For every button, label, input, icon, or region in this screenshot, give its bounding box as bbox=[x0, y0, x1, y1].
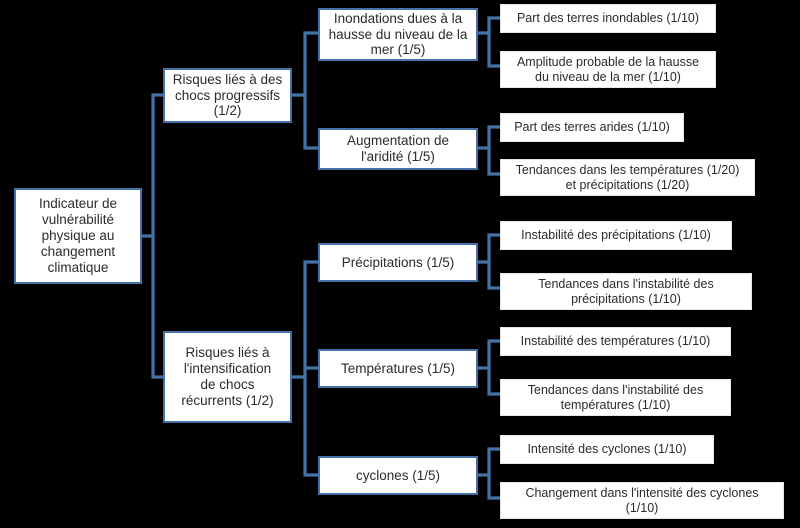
connector-level2a-to-level3 bbox=[292, 31, 318, 150]
leaf-instabilite-precipitations[interactable]: Instabilité des précipitations (1/10) bbox=[500, 221, 732, 250]
connector-level3-3-to-leaves bbox=[478, 233, 500, 290]
leaf-amplitude-hausse-niveau-mer[interactable]: Amplitude probable de la hausse du nivea… bbox=[500, 51, 716, 88]
node-risques-chocs-progressifs[interactable]: Risques liés à des chocs progressifs (1/… bbox=[163, 68, 292, 123]
leaf-part-terres-arides[interactable]: Part des terres arides (1/10) bbox=[500, 113, 684, 142]
leaf-part-terres-inondables[interactable]: Part des terres inondables (1/10) bbox=[500, 4, 716, 33]
node-root-indicator[interactable]: Indicateur de vulnérabilité physique au … bbox=[14, 188, 142, 284]
connector-level3-4-to-leaves bbox=[478, 339, 500, 396]
connector-level3-2-to-leaves bbox=[478, 125, 500, 176]
node-risques-chocs-recurrents[interactable]: Risques liés à l'intensification de choc… bbox=[163, 331, 292, 423]
connector-root-to-level2 bbox=[142, 93, 163, 379]
leaf-instabilite-temperatures[interactable]: Instabilité des températures (1/10) bbox=[500, 327, 731, 356]
connector-level2b-to-level3 bbox=[292, 260, 318, 477]
connector-level3-1-to-leaves bbox=[478, 16, 500, 68]
leaf-tendances-instabilite-temperatures[interactable]: Tendances dans l'instabilité des tempéra… bbox=[500, 379, 731, 416]
leaf-tendances-instabilite-precipitations[interactable]: Tendances dans l'instabilité des précipi… bbox=[500, 273, 752, 310]
node-inondations-hausse-mer[interactable]: Inondations dues à la hausse du niveau d… bbox=[318, 8, 478, 61]
node-temperatures[interactable]: Températures (1/5) bbox=[318, 349, 478, 388]
connector-level3-5-to-leaves bbox=[478, 447, 500, 500]
leaf-tendances-temperatures-precipitations[interactable]: Tendances dans les températures (1/20) e… bbox=[500, 159, 755, 196]
node-cyclones[interactable]: cyclones (1/5) bbox=[318, 456, 478, 495]
node-augmentation-aridite[interactable]: Augmentation de l'aridité (1/5) bbox=[318, 128, 478, 170]
node-precipitations[interactable]: Précipitations (1/5) bbox=[318, 243, 478, 282]
leaf-changement-intensite-cyclones[interactable]: Changement dans l'intensité des cyclones… bbox=[500, 482, 784, 519]
leaf-intensite-cyclones[interactable]: Intensité des cyclones (1/10) bbox=[500, 435, 714, 464]
